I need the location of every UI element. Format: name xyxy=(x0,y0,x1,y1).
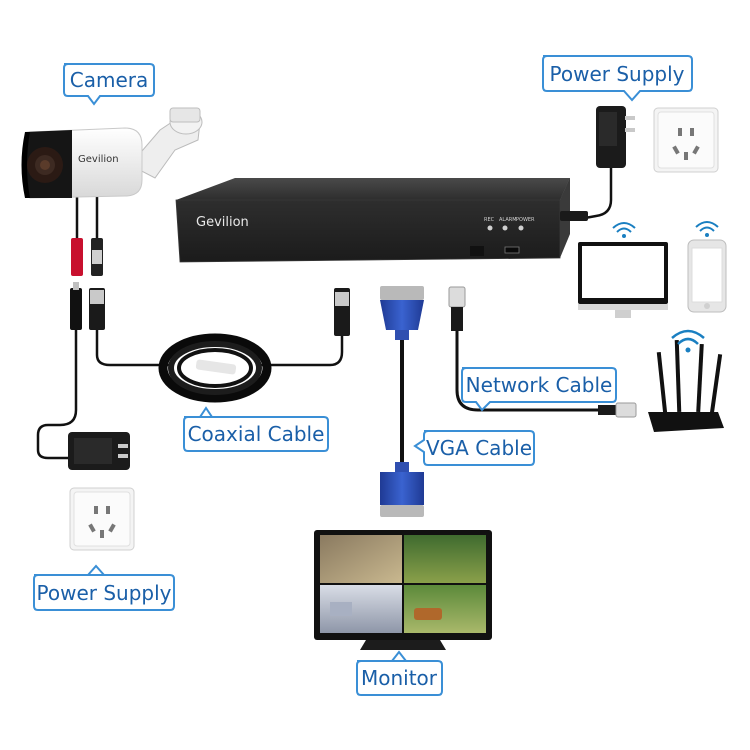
coax-cable-left xyxy=(95,328,172,367)
label-network-cable: Network Cable xyxy=(466,373,613,397)
tv-monitor xyxy=(314,530,492,650)
dvr-vent-grille xyxy=(470,246,484,256)
dvr-logo: Gevilion xyxy=(196,215,249,230)
label-power-supply-bottom: Power Supply xyxy=(37,581,172,605)
dvr-led-panel: REC ALARM POWER xyxy=(484,217,535,231)
camera-feed-2 xyxy=(404,535,486,583)
led-label-alarm: ALARM xyxy=(499,217,517,223)
cables xyxy=(36,163,613,467)
wifi-icon xyxy=(671,329,705,353)
led-label-power: POWER xyxy=(516,217,535,223)
dvr-usb-port xyxy=(504,246,520,254)
label-vga-cable: VGA Cable xyxy=(426,436,532,460)
vga-connector-top xyxy=(380,286,424,340)
wifi-router xyxy=(648,339,724,432)
power-adapter-top xyxy=(596,106,635,168)
dc-power-cable xyxy=(36,328,78,460)
smartphone xyxy=(687,239,727,313)
vga-connector-bottom xyxy=(380,462,424,517)
label-coaxial-cable: Coaxial Cable xyxy=(188,422,325,446)
wifi-icon xyxy=(612,222,636,238)
label-monitor: Monitor xyxy=(361,666,438,690)
wall-outlet-top xyxy=(653,107,719,173)
camera: Gevilion xyxy=(21,107,203,276)
network-cable-wire xyxy=(455,328,602,412)
dvr-recorder: Gevilion REC ALARM POWER xyxy=(175,178,588,263)
callout-power-supply-bottom: Power Supply xyxy=(33,564,175,611)
rj45-connector-top xyxy=(448,286,466,331)
power-adapter-bottom xyxy=(68,432,130,470)
coax-connectors-left xyxy=(70,282,105,330)
rj45-connector-right xyxy=(598,402,637,418)
camera-logo: Gevilion xyxy=(78,154,119,165)
camera-feed-1 xyxy=(320,535,402,583)
label-camera: Camera xyxy=(70,68,149,92)
callout-camera: Camera xyxy=(63,63,155,106)
coaxial-cable-coil xyxy=(158,333,272,403)
callout-monitor: Monitor xyxy=(356,650,443,696)
callout-power-supply-top: Power Supply xyxy=(542,55,693,102)
coax-cable-right xyxy=(260,333,344,367)
led-label-rec: REC xyxy=(484,217,495,223)
callout-vga-cable: VGA Cable xyxy=(413,430,535,466)
label-power-supply-top: Power Supply xyxy=(550,62,685,86)
callout-coaxial-cable: Coaxial Cable xyxy=(183,406,329,452)
wall-outlet-bottom xyxy=(69,487,135,551)
wifi-icon xyxy=(695,221,719,237)
callout-network-cable: Network Cable xyxy=(461,367,617,412)
computer-monitor xyxy=(578,242,668,318)
bnc-plug-right xyxy=(334,288,350,336)
dc-plug xyxy=(70,288,82,330)
camera-dc-jack xyxy=(71,238,83,276)
dvr-power-cable xyxy=(583,163,613,220)
